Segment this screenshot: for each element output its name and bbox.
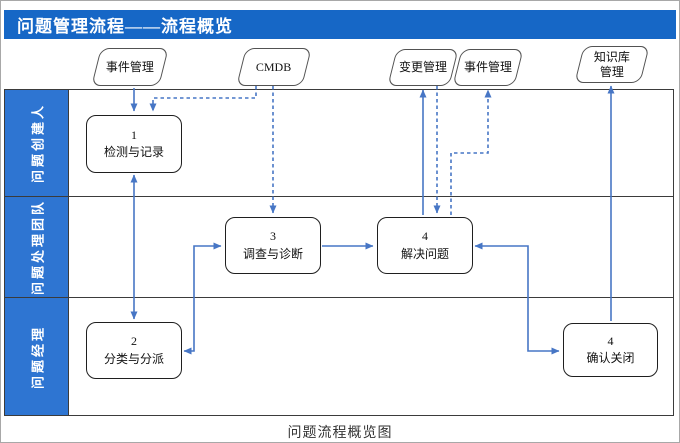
- entity-label-line1: 知识库: [593, 49, 630, 64]
- step-number: 4: [607, 333, 614, 348]
- diagram-title: 问题管理流程——流程概览: [17, 17, 233, 36]
- lane-label-text: 问题经理: [30, 324, 45, 389]
- step-label: 确认关闭: [586, 351, 635, 365]
- diagram-caption: 问题流程概览图: [287, 426, 393, 441]
- lane-label-problem-creator: 问题创建人: [5, 90, 69, 196]
- entity-incident-management-right: 事件管理: [452, 49, 524, 86]
- step-number: 2: [131, 334, 137, 349]
- entity-label-line2: 管理: [599, 64, 624, 79]
- step-classify-assign: 2 分类与分派: [86, 322, 182, 379]
- lane-label-problem-team: 问题处理团队: [5, 197, 69, 297]
- lane-problem-creator: 问题创建人: [5, 90, 673, 197]
- step-label: 分类与分派: [103, 351, 164, 366]
- step-resolve-problem: 4 解决问题: [377, 217, 473, 274]
- step-label: 解决问题: [400, 246, 449, 261]
- diagram-title-bar: 问题管理流程——流程概览: [4, 10, 676, 39]
- step-detect-record: 1 检测与记录: [86, 115, 182, 173]
- entity-label: CMDB: [256, 59, 292, 74]
- lane-label-text: 问题创建人: [30, 102, 45, 184]
- lane-problem-team: 问题处理团队: [5, 197, 673, 298]
- entity-knowledge-base: 知识库 管理: [574, 46, 650, 83]
- entity-label: 变更管理: [398, 60, 447, 74]
- step-label: 调查与诊断: [242, 246, 303, 261]
- entity-change-management: 变更管理: [387, 49, 459, 86]
- entity-label: 事件管理: [463, 60, 512, 74]
- entity-cmdb: CMDB: [236, 48, 312, 86]
- entity-label: 事件管理: [105, 59, 154, 74]
- entity-label: 知识库 管理: [594, 50, 630, 80]
- step-confirm-close: 4 确认关闭: [563, 323, 658, 377]
- step-number: 1: [131, 127, 137, 142]
- step-investigate-diagnose: 3 调查与诊断: [225, 217, 321, 274]
- step-number: 4: [422, 229, 428, 244]
- lane-label-text: 问题处理团队: [30, 198, 45, 296]
- lane-body: [69, 197, 673, 297]
- lane-label-problem-manager: 问题经理: [5, 298, 69, 415]
- step-number: 3: [270, 229, 276, 244]
- entity-incident-management-left: 事件管理: [91, 48, 169, 86]
- step-label: 检测与记录: [103, 145, 164, 159]
- lane-problem-manager: 问题经理: [5, 298, 673, 415]
